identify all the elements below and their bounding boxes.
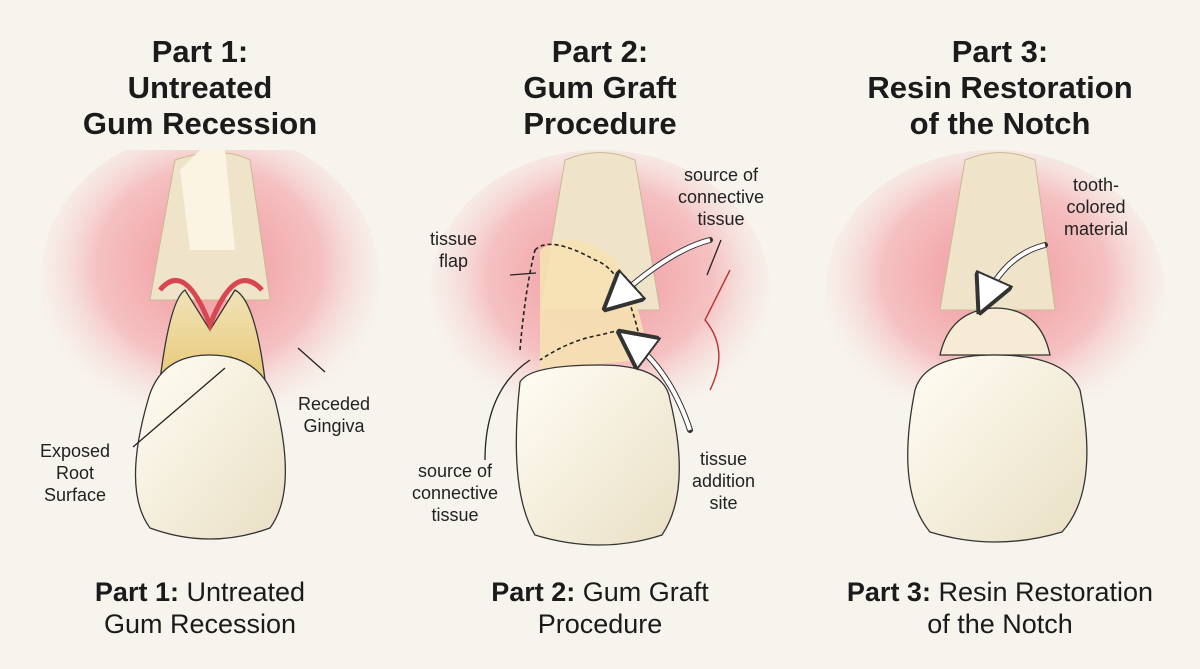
caption-text: Resin Restoration — [938, 577, 1154, 607]
label-line: tissue — [700, 449, 748, 469]
panel-caption: Part 2: Gum Graft Procedure — [400, 576, 800, 640]
label-line: colored — [1066, 197, 1126, 217]
caption-text: of the Notch — [927, 609, 1073, 639]
leader-line — [484, 359, 531, 461]
caption-text: Untreated — [186, 577, 306, 607]
panel-title: Part 3: Resin Restoration of the Notch — [800, 34, 1200, 142]
gum-margin — [158, 278, 264, 332]
alveolar-bone — [939, 152, 1056, 311]
label-line: material — [1064, 219, 1129, 239]
label-source-bottom: source of connective tissue — [412, 460, 498, 526]
panel-caption: Part 1: Untreated Gum Recession — [0, 576, 400, 640]
leader-line — [297, 347, 326, 373]
tooth-crown — [134, 354, 286, 540]
label-line: source of — [684, 165, 759, 185]
label-line: flap — [439, 251, 469, 271]
caption-text: Procedure — [537, 609, 663, 639]
leader-line — [132, 367, 226, 448]
tooth-crown — [515, 364, 680, 546]
graft-illustration — [430, 150, 770, 546]
title-line: Untreated — [127, 70, 273, 105]
label-line: site — [709, 493, 738, 513]
leader-line — [706, 239, 722, 276]
label-line: Gingiva — [303, 416, 365, 436]
title-line: Resin Restoration — [867, 70, 1133, 105]
label-tooth-colored: tooth- colored material — [1064, 174, 1128, 240]
title-line: Part 1: — [151, 34, 249, 69]
label-line: addition — [692, 471, 756, 491]
tooth-crown — [907, 354, 1088, 543]
tissue-flap-outline — [519, 249, 536, 351]
label-exposed-root: Exposed Root Surface — [40, 440, 110, 506]
caption-bold: Part 3: — [846, 577, 931, 607]
panel-caption: Part 3: Resin Restoration of the Notch — [800, 576, 1200, 640]
label-line: Root — [56, 463, 95, 483]
label-line: tissue — [697, 209, 745, 229]
tissue-flap-outline — [534, 243, 641, 361]
label-line: tooth- — [1073, 175, 1120, 195]
arrow-material — [985, 243, 1046, 300]
panel-title: Part 2: Gum Graft Procedure — [400, 34, 800, 142]
title-line: Part 2: — [551, 34, 649, 69]
label-line: connective — [678, 187, 765, 207]
arrow-addition-site — [630, 340, 692, 431]
caption-text: Gum Graft — [582, 577, 709, 607]
restoration-illustration — [825, 150, 1165, 543]
label-tissue-flap: tissue flap — [430, 228, 477, 272]
title-line: Gum Graft — [523, 70, 677, 105]
title-line: Gum Recession — [82, 106, 318, 141]
caption-text: Gum Recession — [103, 609, 297, 639]
title-line: Procedure — [523, 106, 677, 141]
label-source-top: source of connective tissue — [678, 164, 764, 230]
title-line: Part 3: — [951, 34, 1049, 69]
panel-resin-restoration: Part 3: Resin Restoration of the Notch t… — [800, 0, 1200, 669]
panel-gum-graft: Part 2: Gum Graft Procedure tissue flap … — [400, 0, 800, 669]
label-line: connective — [412, 483, 499, 503]
label-addition-site: tissue addition site — [692, 448, 755, 514]
label-line: source of — [418, 461, 493, 481]
panel-title: Part 1: Untreated Gum Recession — [0, 34, 400, 142]
caption-bold: Part 1: — [94, 577, 179, 607]
caption-bold: Part 2: — [491, 577, 576, 607]
leader-line — [509, 272, 537, 276]
label-line: Surface — [44, 485, 107, 505]
label-line: tissue — [430, 229, 478, 249]
root-tip — [180, 150, 235, 250]
donor-incision — [704, 269, 731, 391]
title-line: of the Notch — [909, 106, 1091, 141]
label-receded-gingiva: Receded Gingiva — [298, 393, 370, 437]
recession-illustration — [40, 150, 380, 540]
panel-untreated-recession: Part 1: Untreated Gum Recession Receded … — [0, 0, 400, 669]
label-line: Exposed — [40, 441, 111, 461]
label-line: tissue — [431, 505, 479, 525]
label-line: Receded — [298, 394, 371, 414]
arrow-source-to-flap — [615, 238, 711, 300]
